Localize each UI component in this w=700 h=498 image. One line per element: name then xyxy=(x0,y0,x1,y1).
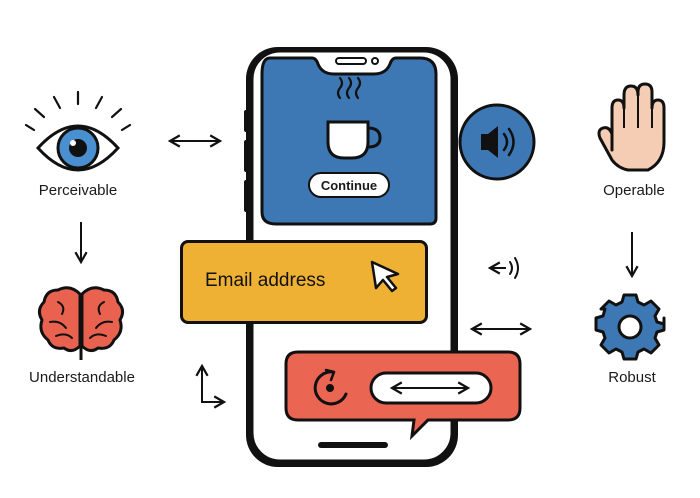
coffee-cup-icon xyxy=(326,76,382,160)
email-field-placeholder: Email address xyxy=(205,270,326,291)
front-camera xyxy=(371,57,379,65)
brain-icon xyxy=(37,286,125,360)
perceivable-label: Perceivable xyxy=(38,182,118,199)
hand-icon xyxy=(597,82,666,172)
understandable-label: Understandable xyxy=(29,369,135,386)
continue-button[interactable]: Continue xyxy=(308,172,390,198)
slider-icon[interactable] xyxy=(369,371,493,405)
sound-wave-icon xyxy=(487,257,519,279)
gesture-bubble xyxy=(284,350,522,441)
speaker-icon[interactable] xyxy=(458,103,536,181)
operable-label: Operable xyxy=(603,182,665,199)
cursor-icon xyxy=(370,260,400,293)
gear-icon xyxy=(594,293,666,361)
robust-label: Robust xyxy=(608,369,656,386)
elbow-arrow xyxy=(195,363,227,409)
home-indicator xyxy=(318,442,388,448)
eye-icon xyxy=(24,90,132,172)
speaker-grille xyxy=(335,57,367,65)
rotate-icon xyxy=(313,368,348,406)
